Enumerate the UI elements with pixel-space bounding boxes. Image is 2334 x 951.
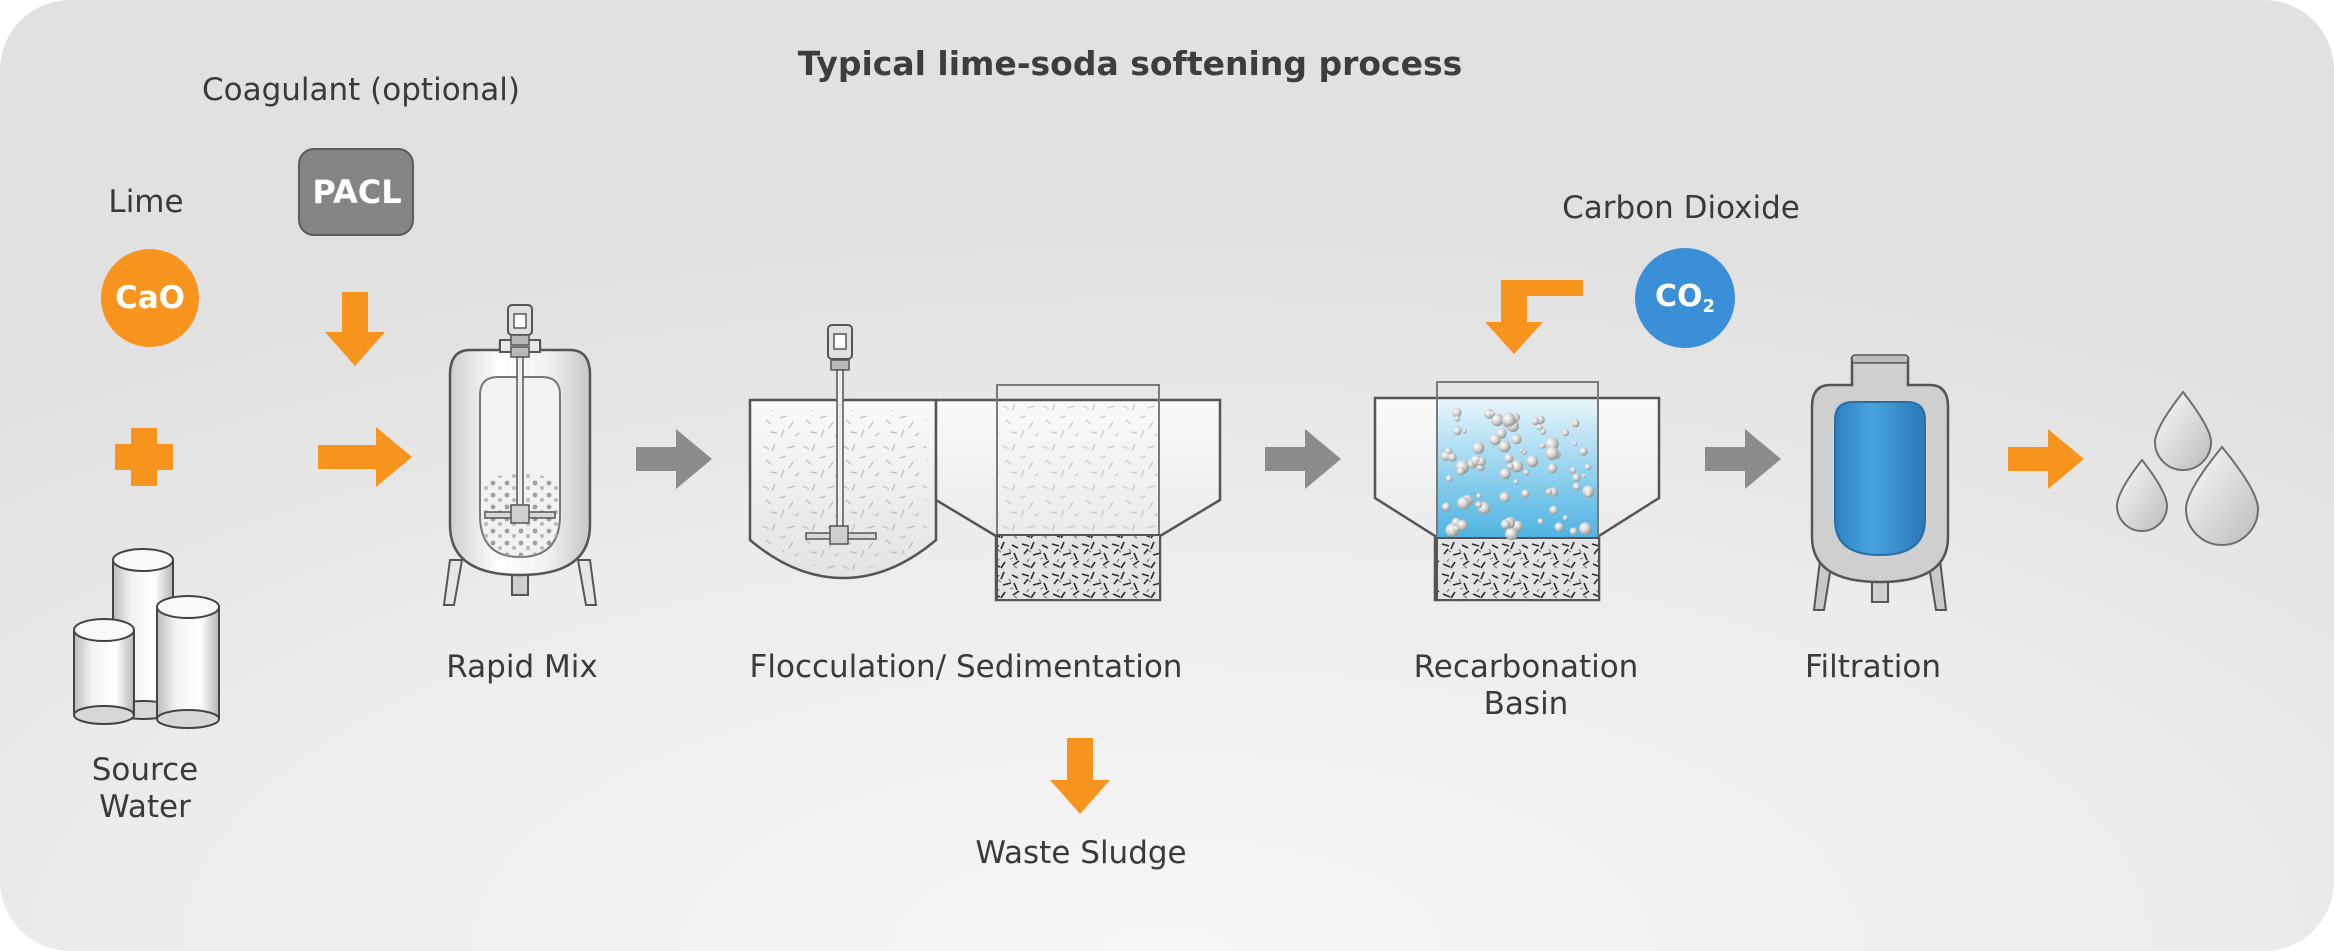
bubble — [1540, 428, 1547, 435]
bubble — [1569, 527, 1578, 536]
lime-label: Lime — [108, 184, 184, 220]
recarbonation-basin-icon — [1373, 381, 1661, 602]
pacl-box-icon — [298, 148, 414, 236]
bubble — [1445, 475, 1453, 483]
rapid-mix-tank-icon — [442, 304, 598, 606]
bubble — [1571, 419, 1580, 428]
bubble — [1549, 505, 1559, 515]
bubble — [1537, 518, 1544, 525]
carbon-dioxide-label: Carbon Dioxide — [1562, 190, 1800, 226]
bubble — [1499, 492, 1511, 503]
co2-chip-label: CO2 — [1655, 279, 1715, 317]
waste-down-arrow-icon — [1050, 738, 1110, 814]
source-water-label-line1: Source — [91, 752, 199, 788]
plus-icon — [115, 428, 173, 486]
bubble — [1505, 527, 1518, 541]
bubble — [1562, 515, 1569, 521]
bubble — [1572, 441, 1578, 446]
bubble — [1570, 467, 1577, 474]
bubble — [1572, 482, 1581, 491]
filtration-vessel-icon — [1810, 354, 1950, 611]
bubble — [1498, 440, 1511, 453]
bubble — [1584, 463, 1592, 471]
bubble — [1441, 502, 1451, 512]
bubble — [1531, 417, 1540, 426]
bubble — [1499, 468, 1511, 480]
coagulant-label: Coagulant (optional) — [201, 72, 521, 108]
source-water-cylinders-icon — [73, 548, 220, 729]
bubble — [1585, 491, 1592, 498]
bubble — [1521, 489, 1530, 498]
bubble — [1452, 426, 1462, 436]
output-arrow-icon — [2008, 429, 2084, 489]
bubble — [1579, 447, 1588, 456]
bubble — [1536, 424, 1543, 431]
bubble — [1489, 434, 1501, 446]
bubble — [1545, 446, 1559, 460]
flow-arrow-icon — [636, 429, 712, 489]
bubble — [1454, 415, 1460, 422]
bubble — [1484, 408, 1495, 419]
bubble — [1501, 412, 1516, 427]
diagram-title: Typical lime-soda softening process — [797, 44, 1463, 83]
bubble — [1545, 488, 1553, 496]
recarbonation-label-line2: Basin — [1483, 686, 1569, 722]
flocculation-basin-icon — [748, 324, 938, 580]
bubble — [1448, 452, 1457, 462]
flow-arrow-icon — [1705, 429, 1781, 489]
bubble — [1510, 460, 1524, 473]
bubble — [1472, 441, 1485, 454]
bubble — [1511, 434, 1522, 445]
recarbonation-label-line1: Recarbonation — [1413, 649, 1639, 685]
feed-arrow-icon — [318, 427, 412, 487]
waste-sludge-label: Waste Sludge — [975, 835, 1187, 871]
bubble — [1462, 429, 1467, 434]
bubble — [1554, 522, 1564, 532]
bubble — [1507, 462, 1514, 470]
bubble — [1582, 485, 1595, 498]
bubble — [1572, 473, 1581, 482]
recarbonation-basin-label: Recarbonation Basin — [1414, 649, 1639, 723]
bubble — [1500, 519, 1511, 530]
pacl-down-arrow-icon — [325, 292, 385, 366]
bubble — [1452, 408, 1462, 418]
bubble — [1490, 411, 1496, 416]
bubble — [1539, 443, 1546, 449]
bubble — [1579, 522, 1592, 535]
bubble — [1456, 467, 1465, 476]
bubble — [1457, 496, 1470, 510]
water-droplets-icon — [2115, 390, 2260, 546]
sedimentation-basin-icon — [934, 384, 1222, 602]
flocculation-sedimentation-label: Flocculation/ Sedimentation — [749, 649, 1183, 685]
bubble — [1519, 448, 1524, 453]
source-water-label-line2: Water — [99, 789, 191, 825]
bubble — [1547, 463, 1558, 474]
bubble — [1526, 455, 1539, 468]
flow-arrow-icon — [1265, 429, 1341, 489]
bubble — [1561, 429, 1570, 437]
bubble — [1457, 519, 1468, 531]
co2-chip-subscript: 2 — [1702, 296, 1716, 317]
source-water-label: Source Water — [92, 752, 198, 826]
bubble — [1475, 457, 1480, 463]
bubble — [1504, 453, 1514, 463]
cao-circle-icon — [101, 249, 199, 347]
co2-chip-main: CO — [1654, 279, 1703, 314]
bubble — [1523, 469, 1530, 476]
bubble — [1513, 479, 1519, 485]
bubble — [1490, 413, 1504, 427]
co2-feed-arrow-icon — [1485, 280, 1583, 354]
pacl-chip-label: PACL — [312, 173, 402, 211]
bubble — [1581, 473, 1587, 478]
co2-circle-icon — [1635, 248, 1735, 348]
bubble — [1476, 493, 1482, 499]
cao-chip-label: CaO — [114, 280, 186, 316]
bubble — [1475, 501, 1483, 509]
rapid-mix-label: Rapid Mix — [446, 649, 598, 685]
filtration-label: Filtration — [1804, 649, 1942, 685]
